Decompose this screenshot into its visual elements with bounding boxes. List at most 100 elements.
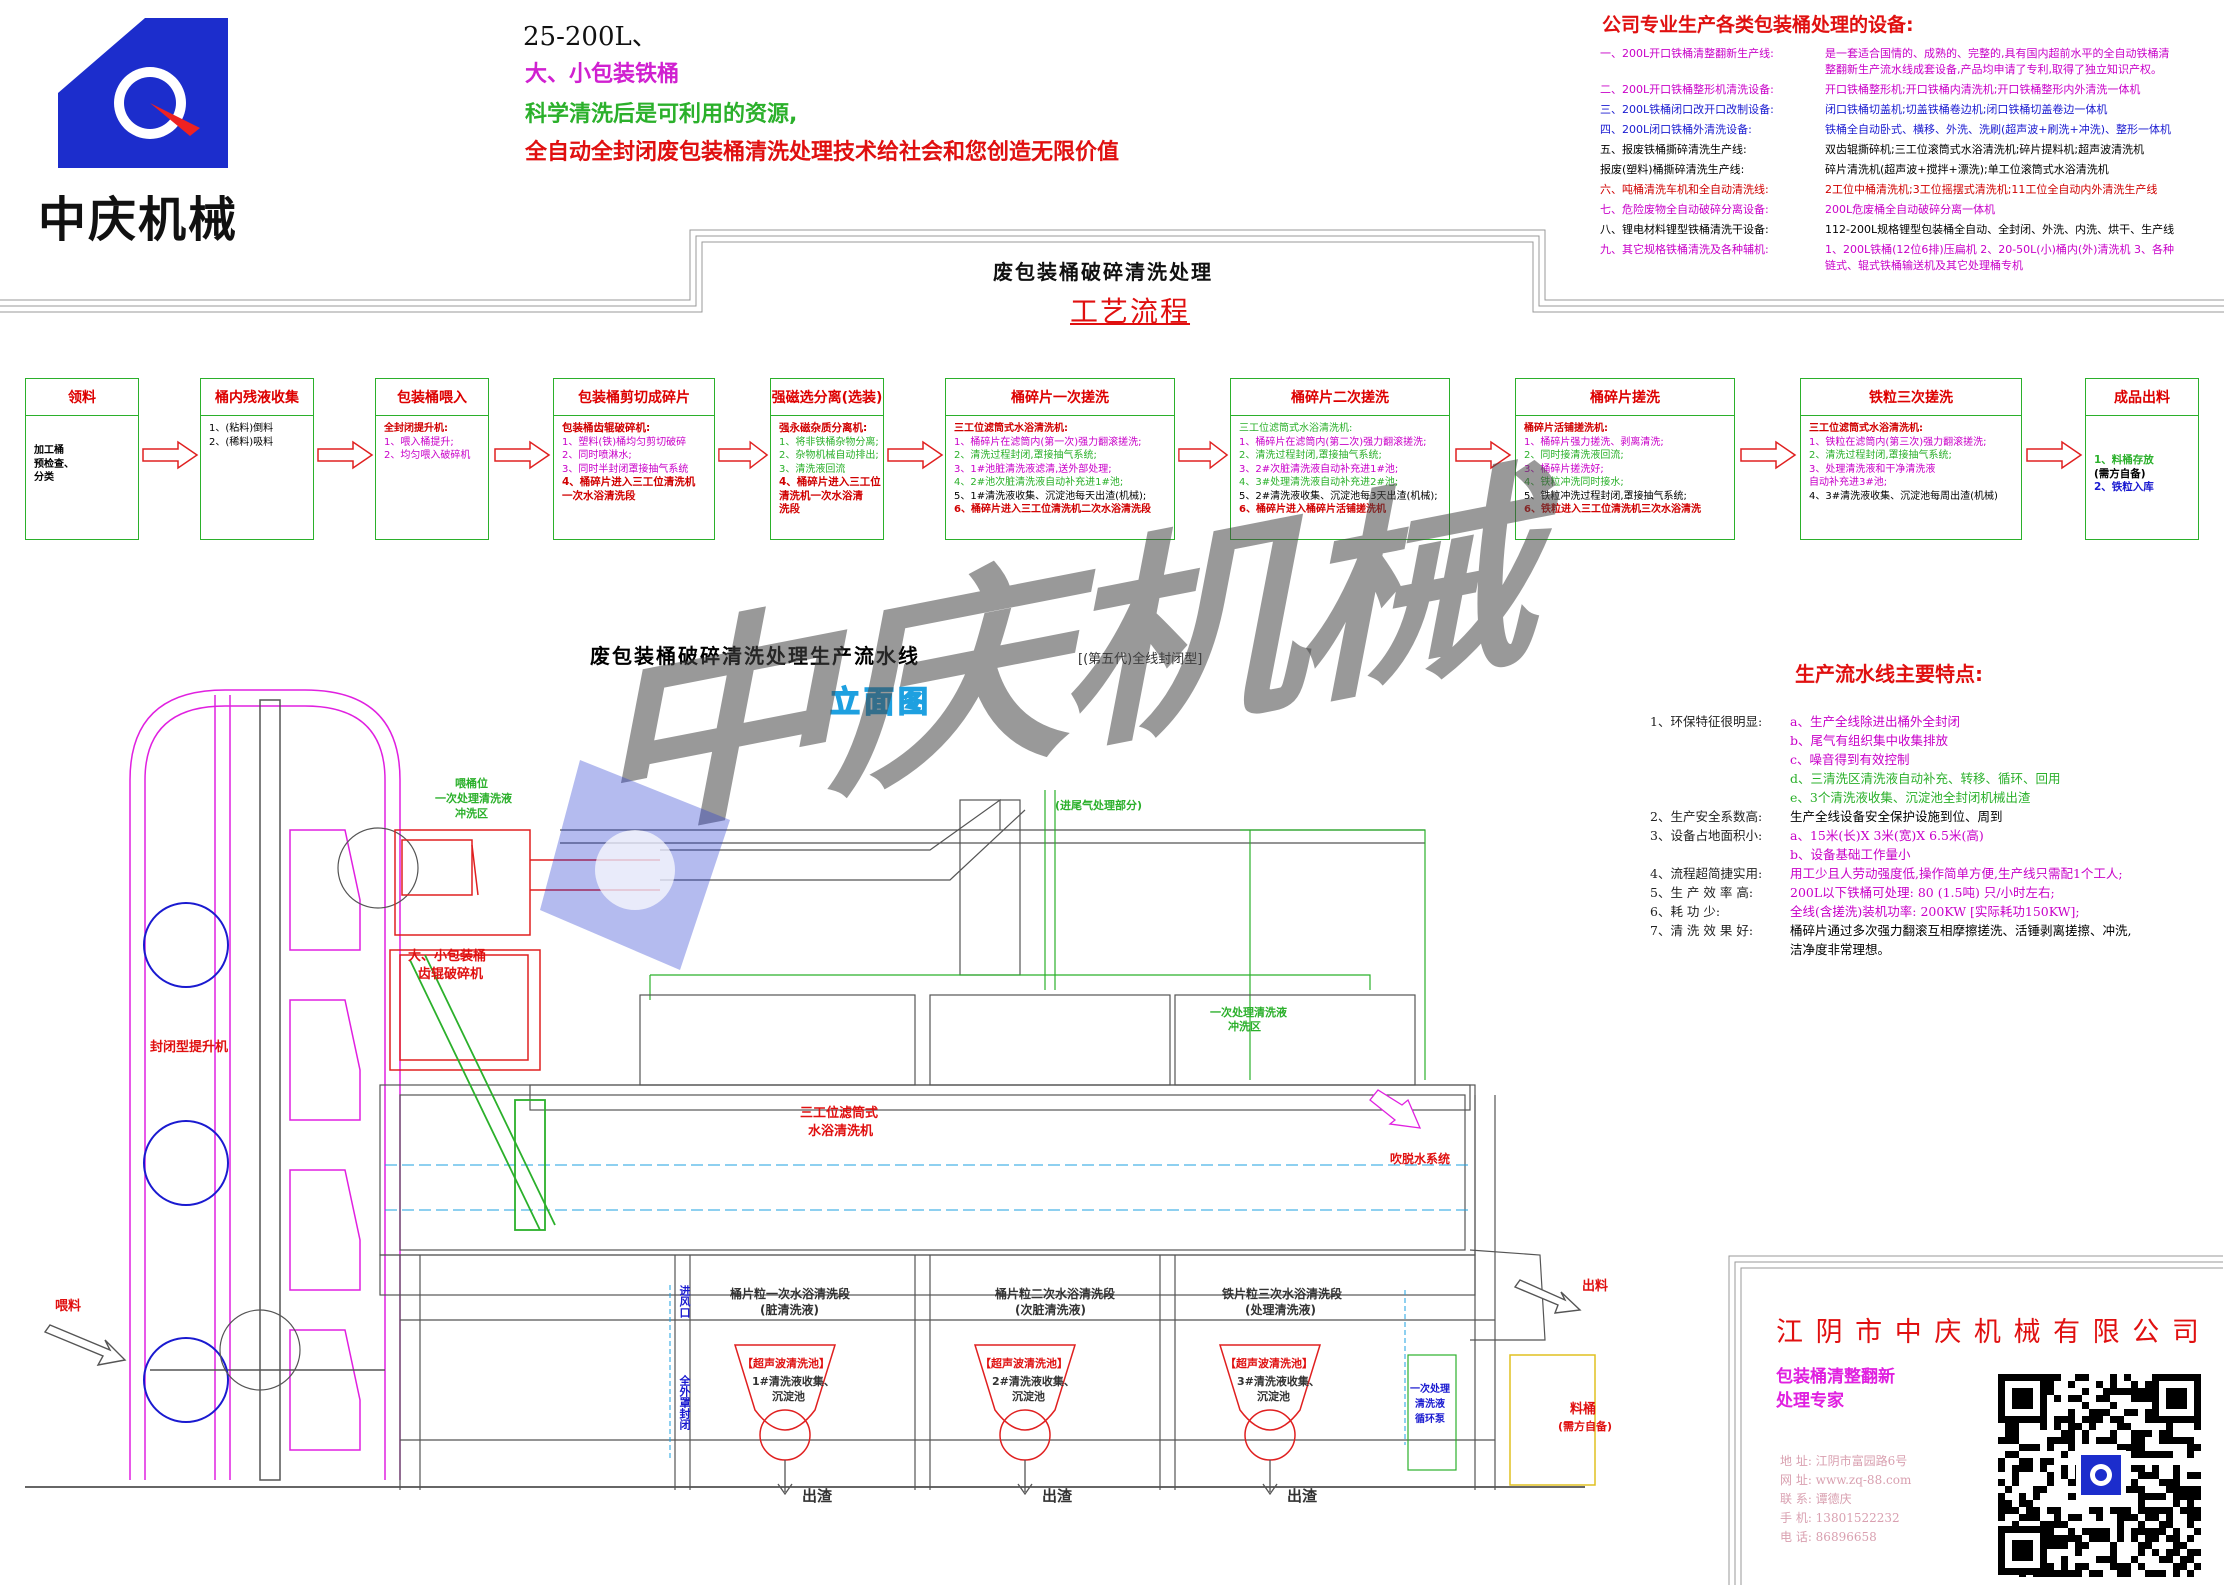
process-step-line: 4、2#池次脏清洗液自动补充进1#池; xyxy=(954,477,1124,488)
process-step-line: 1、料桶存放 xyxy=(2094,454,2154,466)
process-step-line: 4、3#处理清洗液自动补充进2#池; xyxy=(1239,477,1399,488)
process-step-body: 三工位滤筒式水浴清洗机:1、桶碎片在滤筒内(第二次)强力翻滚搓洗;2、清洗过程封… xyxy=(1231,416,1449,523)
qr-code-icon xyxy=(1996,1372,2206,1580)
process-step: 桶碎片二次搓洗三工位滤筒式水浴清洗机:1、桶碎片在滤筒内(第二次)强力翻滚搓洗;… xyxy=(1230,378,1450,540)
feature-key: 6、耗 功 少: xyxy=(1650,904,1721,919)
process-step-line: 5、2#清洗液收集、沉淀池每3天出渣(机械); xyxy=(1239,490,1438,502)
company-list-item: 八、锂电材料锂型铁桶清洗干设备: xyxy=(1600,223,1769,236)
company-list-detail: 112-200L规格锂型包装桶全自动、全封闭、外洗、内洗、烘干、生产线 xyxy=(1825,223,2175,236)
company-list-row: 五、报废铁桶撕碎清洗生产线:双齿辊撕碎机;三工位滚筒式水浴清洗机;碎片提料机;超… xyxy=(1600,142,2180,158)
company-list-row: 一、200L开口铁桶清整翻新生产线:是一套适合国情的、成熟的、完整的,具有国内超… xyxy=(1600,46,2180,78)
feature-key: 7、清 洗 效 果 好: xyxy=(1650,923,1754,938)
process-heading: 废包装桶破碎清洗处理 xyxy=(993,260,1213,284)
process-step-line: 2、同时喷淋水; xyxy=(562,450,632,461)
process-step-line: 3、处理清洗液和干净清洗液 xyxy=(1809,463,1936,475)
machine-label-stage2-a: 桶片粒二次水浴清洗段 xyxy=(995,1287,1116,1301)
process-step-title: 领料 xyxy=(26,379,138,416)
process-step-line: 桶碎片活铺搓洗机: xyxy=(1524,423,1608,434)
machine-label-ultra: 【超声波清洗池】 xyxy=(742,1357,830,1370)
feature-line: 6、耗 功 少:全线(含搓洗)装机功率: 200KW [实际耗功150KW]; xyxy=(1650,902,2220,921)
company-list-row: 六、吨桶清洗车机和全自动清洗线:2工位中桶清洗机;3工位摇摆式清洗机;11工位全… xyxy=(1600,182,2180,198)
feature-line: 洁净度非常理想。 xyxy=(1650,940,2220,959)
machine-label-washer-1: 三工位滤筒式 xyxy=(800,1106,879,1121)
flow-arrow-icon xyxy=(1455,440,1512,470)
process-step-line: 5、1#清洗液收集、沉淀池每天出渣(机械); xyxy=(954,490,1147,502)
process-step-title: 铁粒三次搓洗 xyxy=(1801,379,2021,416)
machine-label-material-bin: 料桶 xyxy=(1570,1402,1597,1417)
feature-value: c、噪音得到有效控制 xyxy=(1790,752,1910,767)
view-label: 立面图 xyxy=(829,684,932,721)
process-step-body: 桶碎片活铺搓洗机:1、桶碎片强力搓洗、剥离清洗;2、同时接清洗液回流;3、桶碎片… xyxy=(1516,416,1734,523)
process-step-line: 3、1#池脏清洗液滤清,送外部处理; xyxy=(954,463,1112,475)
process-step-title: 桶内残液收集 xyxy=(201,379,313,416)
company-list-row: 四、200L闭口铁桶外清洗设备:铁桶全自动卧式、横移、外洗、洗刷(超声波+刷洗+… xyxy=(1600,122,2180,138)
company-list-item: 四、200L闭口铁桶外清洗设备: xyxy=(1600,123,1752,136)
process-step-line: 三工位滤筒式水浴清洗机: xyxy=(1239,423,1353,434)
flow-arrow-icon xyxy=(493,440,550,470)
process-step-line: 4、铁粒冲洗同时接水; xyxy=(1524,477,1624,488)
features-title: 生产流水线主要特点: xyxy=(1795,662,1983,686)
process-step-line: 4、桶碎片进入三工位 xyxy=(779,476,881,488)
process-step-title: 桶碎片二次搓洗 xyxy=(1231,379,1449,416)
machine-label-inlet: 进风口 xyxy=(678,1285,691,1318)
process-step-line: 1、将非铁桶杂物分离; xyxy=(779,436,879,448)
machine-label-out: 出料 xyxy=(1582,1279,1609,1294)
process-step-body: 加工桶预检查、分类 xyxy=(26,416,138,491)
process-step-line: 2、均匀喂入破碎机 xyxy=(384,450,471,461)
process-step-line: 4、桶碎片进入三工位清洗机 xyxy=(562,476,696,488)
machine-label-outer-seal: 全外罩封闭 xyxy=(678,1375,691,1430)
feature-value: a、15米(长)X 3米(宽)X 6.5米(高) xyxy=(1790,828,1984,843)
process-step-line: 全封闭提升机: xyxy=(384,423,448,434)
company-list-detail: 闭口铁桶切盖机;切盖铁桶卷边机;闭口铁桶切盖卷边一体机 xyxy=(1825,103,2108,116)
flow-arrow-icon xyxy=(1178,440,1229,470)
company-list-title: 公司专业生产各类包装桶处理的设备: xyxy=(1602,14,1914,36)
footer-website: 网 址: www.zq-88.com xyxy=(1780,1473,1912,1487)
process-step-line: 3、清洗液回流 xyxy=(779,463,846,475)
process-step-line: 强永磁杂质分离机: xyxy=(779,422,868,434)
footer-slogan-1: 包装桶清整翻新 xyxy=(1776,1367,1895,1387)
slogan-size: 25-200L、 xyxy=(523,22,658,52)
process-step-line: 1、喂入桶提升; xyxy=(384,436,454,448)
feature-key: 2、生产安全系数高: xyxy=(1650,809,1763,824)
process-step-line: 1、铁粒在滤筒内(第三次)强力翻滚搓洗; xyxy=(1809,436,1987,448)
header-frame-lines xyxy=(0,229,2224,313)
company-list-row: 九、其它规格铁桶清洗及各种辅机:1、200L铁桶(12位6排)压扁机 2、20-… xyxy=(1600,242,2180,274)
process-step-line: 三工位滤筒式水浴清洗机: xyxy=(954,423,1068,434)
machine-label-feed-note-2: 冲洗区 xyxy=(455,807,488,820)
machine-label-slag: 出渣 xyxy=(802,1487,833,1505)
process-step: 桶碎片一次搓洗三工位滤筒式水浴清洗机:1、桶碎片在滤筒内(第一次)强力翻滚搓洗;… xyxy=(945,378,1175,540)
process-step: 桶碎片搓洗桶碎片活铺搓洗机:1、桶碎片强力搓洗、剥离清洗;2、同时接清洗液回流;… xyxy=(1515,378,1735,540)
machine-label-tank3-a: 3#清洗液收集、 xyxy=(1237,1375,1320,1388)
process-subheading: 工艺流程 xyxy=(1070,295,1191,328)
process-step-title: 强磁选分离(选装) xyxy=(771,379,883,416)
feature-line: b、尾气有组织集中收集排放 xyxy=(1650,731,2220,750)
company-list-row: 报废(塑料)桶撕碎清洗生产线:碎片清洗机(超声波+搅拌+漂洗);单工位滚筒式水浴… xyxy=(1600,162,2180,178)
brand-name: 中庆机械 xyxy=(38,192,239,248)
flow-arrow-icon xyxy=(142,440,199,470)
machine-label-pump-1: 一次处理 xyxy=(1410,1384,1450,1395)
feature-value: 洁净度非常理想。 xyxy=(1790,942,1891,957)
process-step-line: 6、铁粒进入三工位清洗机三次水浴清洗 xyxy=(1524,504,1701,515)
machine-label-stage1-b: (脏清洗液) xyxy=(760,1303,819,1317)
company-list-row: 八、锂电材料锂型铁桶清洗干设备: 112-200L规格锂型包装桶全自动、全封闭、外… xyxy=(1600,222,2180,238)
machine-label-feed-in: 喂料 xyxy=(55,1299,82,1314)
machine-label-lifter: 封闭型提升机 xyxy=(150,1040,229,1055)
feature-line: e、3个清洗液收集、沉淀池全封闭机械出渣 xyxy=(1650,788,2220,807)
company-list-detail: 碎片清洗机(超声波+搅拌+漂洗);单工位滚筒式水浴清洗机 xyxy=(1825,163,2109,176)
process-step-line: 3、同时半封闭罩接抽气系统 xyxy=(562,463,689,475)
line-title: 废包装桶破碎清洗处理生产流水线 xyxy=(590,644,920,668)
process-step-line: 三工位滤筒式水浴清洗机: xyxy=(1809,423,1923,434)
process-step-line: 包装桶齿辊破碎机: xyxy=(562,422,651,434)
feature-line: 1、环保特征很明显:a、生产全线除进出桶外全封闭 xyxy=(1650,712,2220,731)
company-list-detail: 2工位中桶清洗机;3工位摇摆式清洗机;11工位全自动内外清洗生产线 xyxy=(1825,183,2158,196)
process-step-title: 包装桶剪切成碎片 xyxy=(554,379,714,416)
company-list-detail: 开口铁桶整形机;开口铁桶内清洗机;开口铁桶整形内外清洗一体机 xyxy=(1825,83,2141,96)
machine-label-material-bin-note: (需方自备) xyxy=(1558,1420,1613,1433)
feature-value: 桶碎片通过多次强力翻滚互相摩擦搓洗、活锤剥离搓擦、冲洗, xyxy=(1790,923,2132,938)
process-step-line: 3、桶碎片搓洗好; xyxy=(1524,463,1604,475)
process-step-title: 桶碎片搓洗 xyxy=(1516,379,1734,416)
company-list-item: 五、报废铁桶撕碎清洗生产线: xyxy=(1600,143,1747,156)
process-step: 包装桶喂入全封闭提升机:1、喂入桶提升;2、均匀喂入破碎机 xyxy=(375,378,489,540)
